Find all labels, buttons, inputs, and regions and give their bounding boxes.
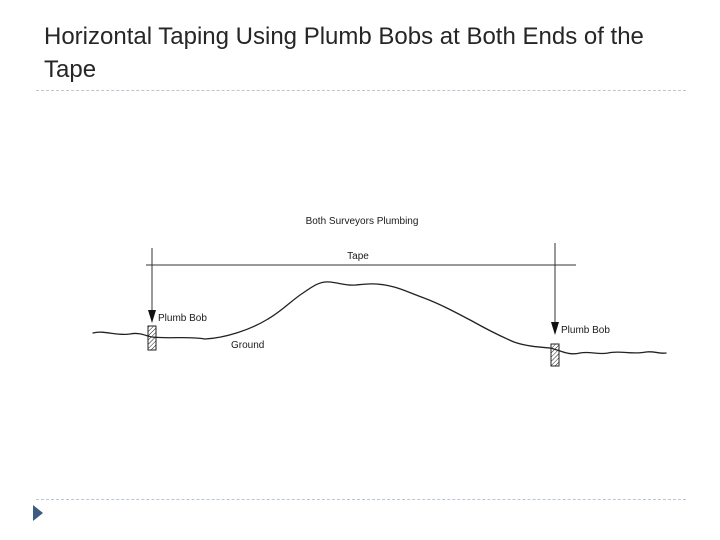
tape-label: Tape bbox=[347, 251, 369, 262]
right-stake bbox=[550, 343, 560, 367]
right-plumb-bob-label: Plumb Bob bbox=[561, 325, 610, 336]
slide-title: Horizontal Taping Using Plumb Bobs at Bo… bbox=[44, 23, 644, 83]
ground-profile bbox=[92, 281, 667, 355]
left-plumb-bob-label: Plumb Bob bbox=[158, 313, 207, 324]
title-divider bbox=[36, 90, 686, 91]
left-plumb-bob-icon bbox=[148, 310, 156, 323]
right-plumb-bob-icon bbox=[551, 322, 559, 335]
footer-divider bbox=[36, 499, 686, 500]
ground-label: Ground bbox=[231, 340, 264, 351]
diagram-heading: Both Surveyors Plumbing bbox=[306, 216, 419, 227]
bullet-arrow-icon bbox=[33, 505, 43, 521]
left-stake bbox=[147, 325, 157, 351]
